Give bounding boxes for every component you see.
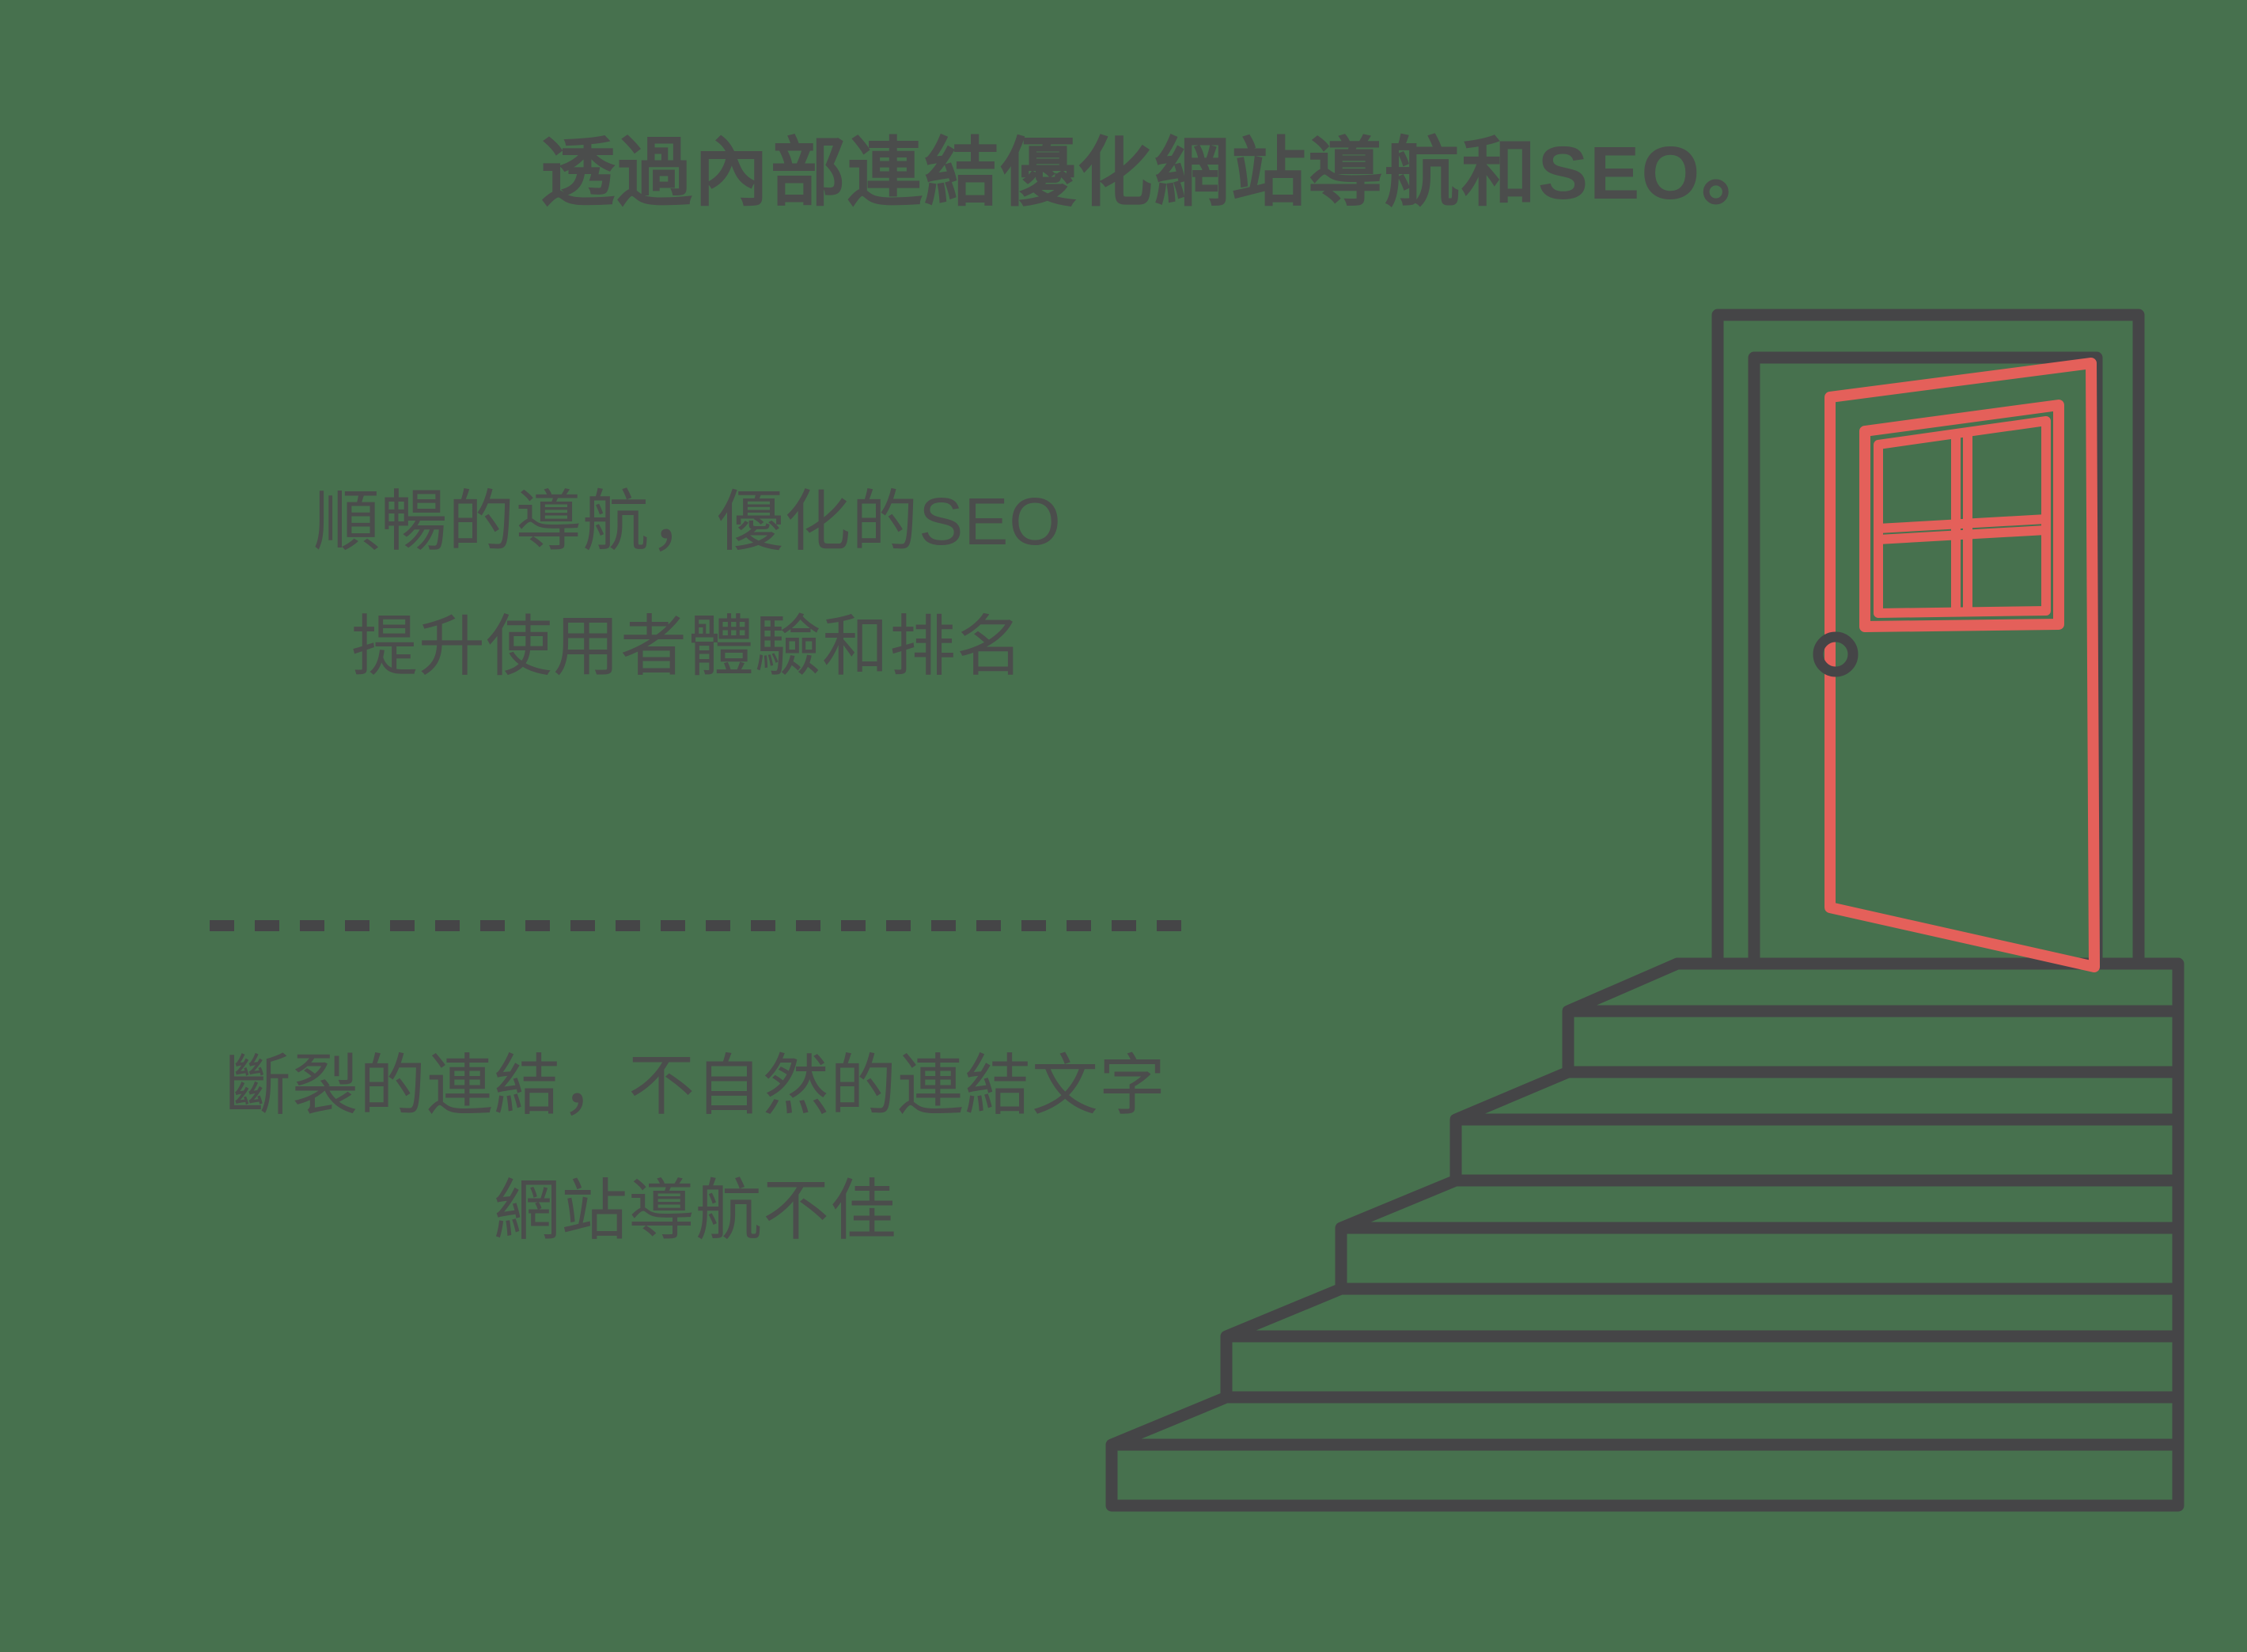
broken-links-line-2: 網站導航不佳 (493, 1173, 898, 1248)
window-mullion-horizontal (1878, 525, 2047, 544)
staircase-step-lines (1112, 1005, 2178, 1451)
door-window (1859, 400, 2064, 632)
door-window-frame (1859, 400, 2064, 632)
page-title: 透過內部連結優化網站導航和SEO。 (540, 131, 1779, 215)
optimized-navigation-line-2: 提升使用者體驗和排名 (351, 609, 1024, 684)
optimized-navigation-text-block: 順暢的導航，優化的SEO 提升使用者體驗和排名 (313, 459, 1061, 709)
door-knob-icon (1813, 631, 1859, 677)
broken-links-line-1: 斷裂的連結，不自然的連結文字 (224, 1048, 1167, 1123)
broken-links-text-block: 斷裂的連結，不自然的連結文字 網站導航不佳 (225, 1023, 1166, 1273)
open-door (1825, 358, 2100, 972)
window-mullion-horizontal (1878, 514, 2047, 533)
staircase (1105, 957, 2184, 1512)
door-window-inner-frame (1874, 416, 2051, 618)
optimized-navigation-line-1: 順暢的導航，優化的SEO (313, 484, 1062, 559)
door-outer-frame (1711, 309, 2145, 964)
